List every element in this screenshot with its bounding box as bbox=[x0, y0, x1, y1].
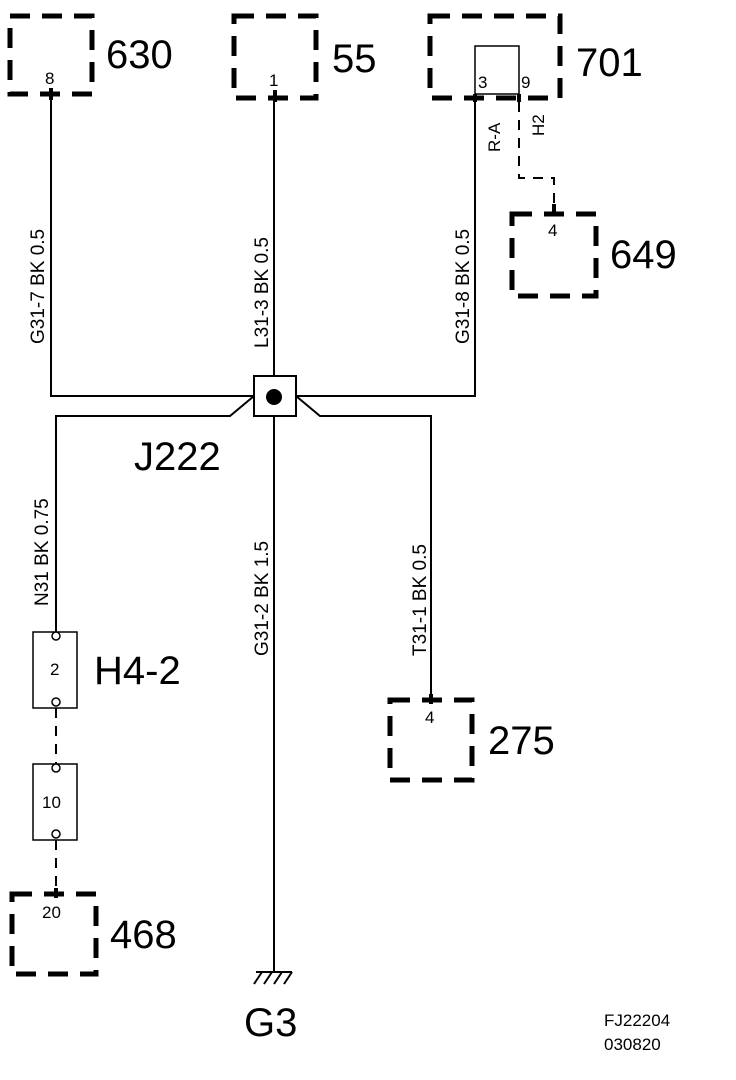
wire-701-to-649 bbox=[518, 102, 555, 204]
component-630: 8 630 bbox=[7, 13, 173, 100]
component-630-pin: 8 bbox=[45, 69, 54, 88]
component-468-pin: 20 bbox=[42, 903, 61, 922]
ground-label: G3 bbox=[244, 1001, 297, 1045]
wire-label-ra: R-A bbox=[485, 122, 504, 152]
component-55-label: 55 bbox=[332, 37, 377, 81]
wire-label-n31: N31 BK 0.75 bbox=[32, 498, 53, 606]
component-275-pin: 4 bbox=[425, 708, 434, 727]
wire-label-275: T31-1 BK 0.5 bbox=[410, 544, 431, 656]
component-701: 3 9 701 bbox=[427, 13, 643, 102]
wire-splice-to-275 bbox=[295, 395, 432, 698]
splice-label: J222 bbox=[134, 435, 221, 479]
connector-pin-top: 2 bbox=[50, 660, 59, 679]
drawing-date: 030820 bbox=[604, 1035, 661, 1054]
component-649-pin: 4 bbox=[548, 221, 557, 240]
component-55: 1 55 bbox=[231, 13, 377, 102]
wire-splice-to-h4 bbox=[55, 395, 255, 632]
drawing-code: FJ22204 bbox=[604, 1011, 670, 1030]
component-649-label: 649 bbox=[610, 233, 677, 277]
wire-630-to-splice bbox=[50, 100, 254, 397]
component-275: 4 275 bbox=[387, 694, 555, 783]
connector-pin-bottom: 10 bbox=[42, 793, 61, 812]
ground-g3: G3 bbox=[244, 971, 297, 1045]
component-468-label: 468 bbox=[110, 913, 177, 957]
component-55-pin: 1 bbox=[269, 71, 278, 90]
wire-label-g3: G31-2 BK 1.5 bbox=[252, 541, 273, 656]
component-701-pin-b: 9 bbox=[521, 73, 530, 92]
connector-h4-2: 2 10 H4-2 bbox=[32, 631, 181, 841]
wire-label-55: L31-3 BK 0.5 bbox=[252, 237, 273, 348]
component-468: 20 468 bbox=[9, 888, 177, 977]
component-649: 4 649 bbox=[509, 204, 677, 299]
splice-j222: J222 bbox=[134, 375, 297, 479]
wire-label-701: G31-8 BK 0.5 bbox=[453, 229, 474, 344]
component-630-label: 630 bbox=[106, 33, 173, 77]
component-275-label: 275 bbox=[488, 719, 555, 763]
component-701-pin-a: 3 bbox=[478, 73, 487, 92]
connector-label: H4-2 bbox=[94, 649, 181, 693]
wire-label-h2: H2 bbox=[529, 114, 548, 136]
wire-701-to-splice bbox=[296, 102, 476, 397]
component-701-label: 701 bbox=[576, 41, 643, 85]
wire-label-630: G31-7 BK 0.5 bbox=[28, 229, 49, 344]
